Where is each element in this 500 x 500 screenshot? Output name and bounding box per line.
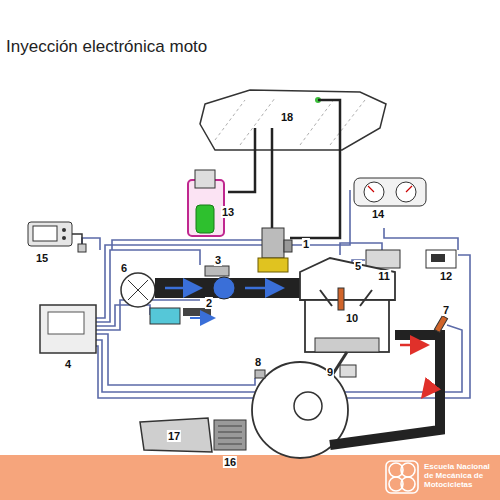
callout-number: 15 (35, 252, 49, 264)
callout-number: 4 (64, 358, 72, 370)
callout-number: 5 (354, 260, 362, 272)
callout-number: 1 (302, 238, 310, 250)
callout-number: 2 (205, 297, 213, 309)
callout-number: 14 (371, 208, 385, 220)
callout-number: 9 (326, 366, 334, 378)
callout-number: 10 (345, 312, 359, 324)
callout-number: 12 (439, 270, 453, 282)
watermark: Escuela Nacional de Mecánica de Motocicl… (424, 462, 494, 489)
diagram-title: Inyección electrónica moto (6, 37, 207, 57)
callout-number: 11 (377, 270, 391, 282)
callout-number: 18 (280, 111, 294, 123)
callout-number: 6 (120, 262, 128, 274)
callout-number: 16 (223, 456, 237, 468)
callout-number: 8 (254, 356, 262, 368)
callout-number: 7 (442, 304, 450, 316)
callout-number: 3 (214, 254, 222, 266)
callout-number: 17 (167, 430, 181, 442)
callout-number: 13 (221, 206, 235, 218)
